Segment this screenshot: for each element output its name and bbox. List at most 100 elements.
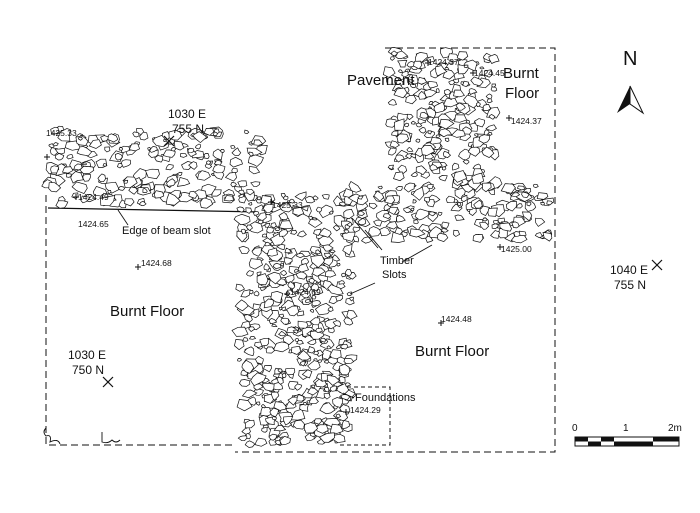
stone (274, 227, 281, 231)
stone (328, 210, 334, 215)
stone (373, 190, 385, 202)
stone (382, 213, 392, 220)
stone (403, 229, 409, 233)
stone (490, 85, 498, 92)
stone (287, 396, 298, 406)
stone (445, 195, 456, 203)
stone (80, 195, 91, 204)
stone (415, 165, 428, 176)
stone (389, 140, 400, 148)
stone (261, 382, 275, 392)
stone (286, 305, 300, 317)
stone (256, 271, 262, 277)
stone (326, 374, 341, 386)
stone (368, 226, 383, 237)
stone (326, 345, 332, 350)
stone (147, 147, 151, 151)
stone (343, 208, 355, 220)
stone (123, 179, 129, 184)
stone (266, 247, 278, 257)
stone (267, 271, 282, 285)
stone (485, 124, 497, 132)
stone (401, 70, 409, 78)
stone (70, 171, 84, 184)
stone (292, 206, 305, 216)
stone (66, 154, 74, 160)
stone (413, 219, 419, 225)
elevation-label: 1424.37 (511, 116, 542, 126)
stone (327, 284, 344, 296)
stone (154, 155, 164, 163)
stone (343, 357, 354, 364)
stone (231, 326, 249, 337)
stone (452, 162, 460, 171)
stone (318, 432, 336, 443)
stone (412, 186, 425, 201)
stone (479, 221, 490, 230)
elevation-label: 1424.65 (78, 219, 109, 229)
stone (294, 191, 307, 201)
stone (237, 435, 248, 442)
stone (353, 235, 360, 243)
stone (391, 130, 399, 137)
stone (256, 273, 269, 286)
stone (421, 145, 436, 156)
stone (442, 150, 452, 159)
stone (322, 348, 332, 361)
stone (534, 232, 543, 239)
stone (342, 243, 353, 256)
stone (180, 153, 188, 158)
stone (231, 167, 238, 174)
stone (62, 166, 74, 174)
stone (259, 337, 270, 347)
stone (247, 202, 253, 206)
stone (532, 183, 539, 188)
stone (233, 213, 251, 226)
stone (142, 187, 148, 193)
stone (301, 257, 310, 265)
stone (488, 54, 500, 64)
stone (453, 229, 461, 237)
stone (230, 182, 237, 188)
stone (488, 189, 495, 195)
stone (237, 358, 243, 362)
stone (384, 195, 396, 205)
stone (175, 127, 187, 136)
stone (296, 350, 311, 361)
sketch-marks (43, 427, 121, 445)
stone (453, 89, 465, 98)
stone (500, 183, 516, 194)
stone (341, 272, 347, 278)
stone (48, 182, 62, 193)
scale-bar (574, 436, 680, 447)
stone (323, 386, 330, 393)
stone (247, 154, 264, 167)
stone (397, 69, 403, 74)
stone (453, 170, 468, 183)
stone (317, 359, 322, 363)
beam-slot-line (47, 207, 263, 213)
stone (311, 283, 319, 292)
stone (253, 290, 260, 297)
stone (283, 416, 294, 426)
stone (277, 368, 283, 373)
stone (417, 76, 428, 85)
stone (516, 185, 526, 191)
stone (296, 230, 307, 238)
stone (244, 129, 250, 135)
stone (463, 94, 480, 109)
stone (229, 156, 243, 168)
stone (241, 359, 255, 374)
timber-slots-label-line1: Timber (380, 255, 414, 267)
stone (324, 252, 332, 259)
stone (410, 171, 418, 177)
stone (284, 247, 292, 254)
stone (107, 189, 112, 195)
stone (447, 61, 454, 65)
stone (252, 210, 260, 216)
stone (344, 268, 353, 277)
stone (244, 440, 256, 448)
stone (231, 147, 242, 156)
stone (510, 192, 521, 198)
stone (120, 159, 132, 168)
